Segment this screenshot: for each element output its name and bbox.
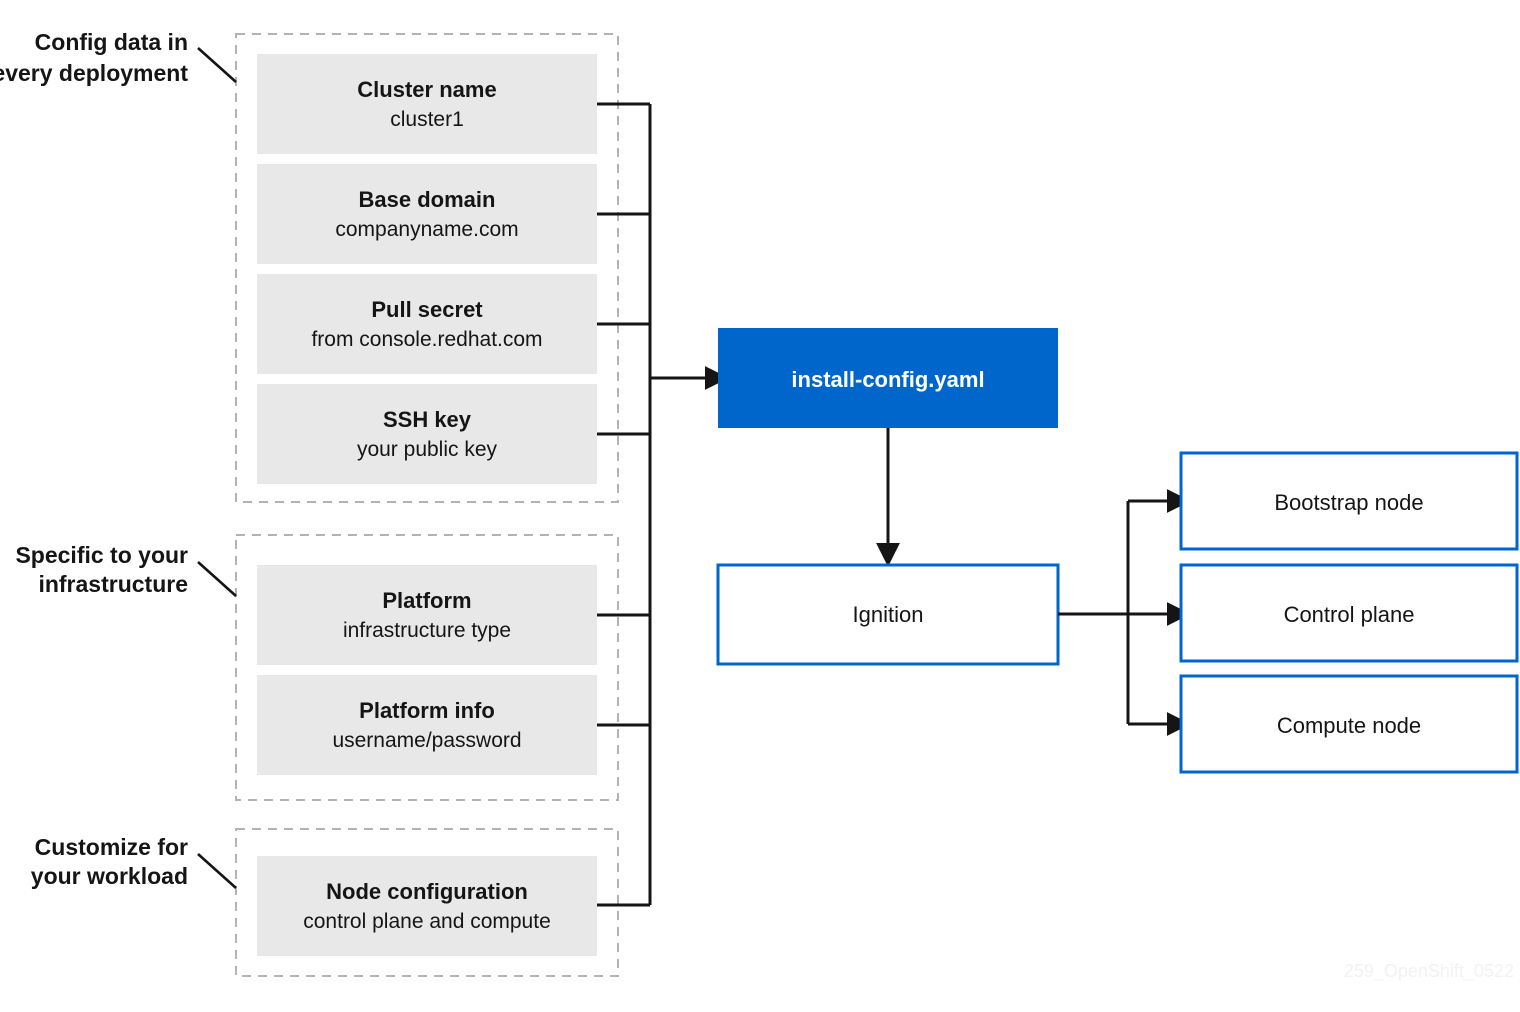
config-item-title: Platform info <box>359 698 495 723</box>
config-item-box-node-configuration <box>257 856 597 956</box>
workload-group-container <box>235 828 619 977</box>
ignition-label: Ignition <box>853 602 924 627</box>
config-item-box-platform-info <box>257 675 597 775</box>
annotation-leader-line <box>197 853 237 889</box>
control-plane-box <box>1179 563 1519 663</box>
config-item-title: Platform <box>382 588 471 613</box>
config-item-subtitle: infrastructure type <box>343 619 511 642</box>
config-item-box-cluster-name <box>257 54 597 154</box>
install-config-yaml-label: install-config.yaml <box>791 367 984 392</box>
config-item-title: Base domain <box>359 187 496 212</box>
control-plane-label: Control plane <box>1284 602 1415 627</box>
config-item-title: Node configuration <box>326 879 528 904</box>
watermark-label: 259_OpenShift_0522 <box>1344 961 1514 982</box>
config-item-subtitle: companyname.com <box>335 218 518 241</box>
bootstrap-node-box <box>1179 451 1519 551</box>
ignition-box <box>716 563 1060 666</box>
annotation-infrastructure-line1: Specific to your <box>15 542 188 568</box>
annotation-leader-line <box>197 561 237 597</box>
config-item-subtitle: control plane and compute <box>303 910 551 933</box>
config-item-box-platform <box>257 565 597 665</box>
install-config-yaml-box <box>718 328 1058 428</box>
config-item-box-base-domain <box>257 164 597 264</box>
config-item-subtitle: username/password <box>332 729 521 752</box>
annotation-workload-line1: Customize for <box>35 834 188 860</box>
annotation-workload-line2: your workload <box>31 863 188 889</box>
config-item-title: SSH key <box>383 407 472 432</box>
config-item-title: Pull secret <box>371 297 483 322</box>
compute-node-box <box>1179 674 1519 774</box>
annotation-leader-line <box>197 47 237 83</box>
config-item-subtitle: from console.redhat.com <box>311 328 542 351</box>
annotation-infrastructure-line2: infrastructure <box>38 571 188 597</box>
config-item-subtitle: cluster1 <box>390 108 464 131</box>
bootstrap-node-label: Bootstrap node <box>1274 490 1423 515</box>
config-item-box-ssh-key <box>257 384 597 484</box>
compute-node-label: Compute node <box>1277 713 1421 738</box>
config-item-title: Cluster name <box>357 77 496 102</box>
config-item-subtitle: your public key <box>357 438 498 461</box>
config-item-box-pull-secret <box>257 274 597 374</box>
annotation-config-data-line1: Config data in <box>35 29 188 55</box>
config-data-group-container <box>235 33 619 503</box>
annotation-config-data-line2: every deployment <box>0 60 188 86</box>
infrastructure-group-container <box>235 534 619 801</box>
